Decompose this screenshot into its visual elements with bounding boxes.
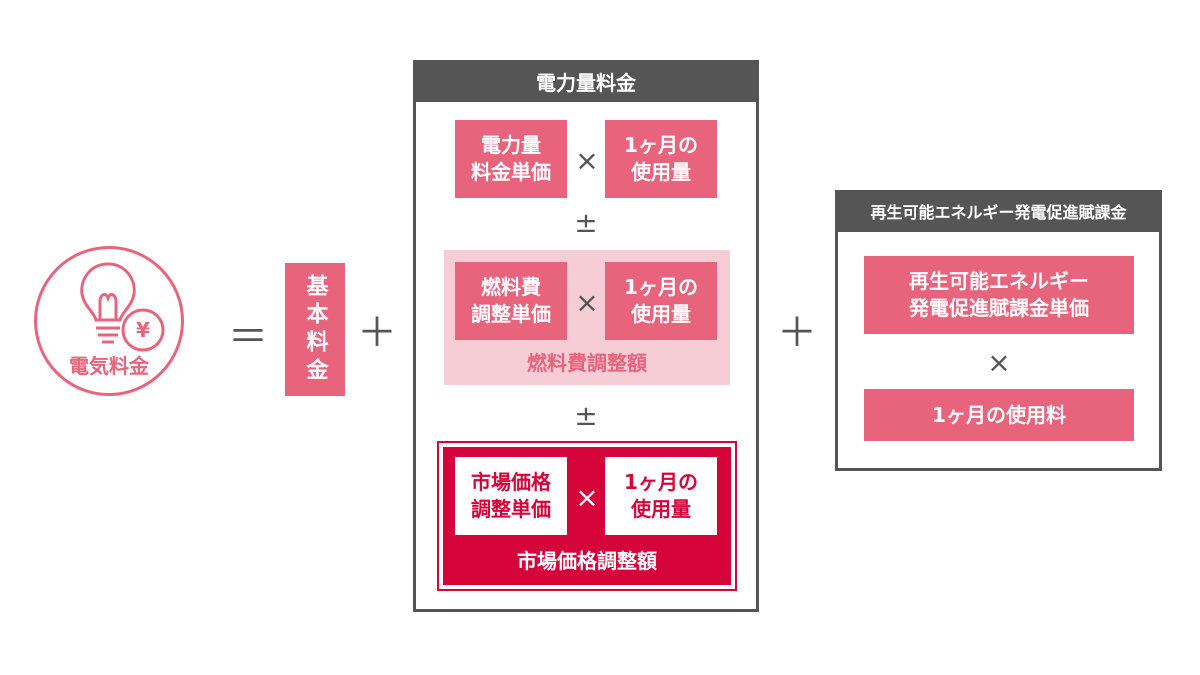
fuel-adjustment-amount-label: 燃料費調整額 <box>527 350 647 375</box>
energy-charge-title: 電力量料金 <box>413 60 759 102</box>
lightbulb-yen-icon <box>80 262 165 352</box>
monthly-usage-line1: 1ヶ月の <box>624 470 698 494</box>
renewable-surcharge-title: 再生可能エネルギー発電促進賦課金 <box>835 190 1162 232</box>
market-adjustment-line2: 調整単価 <box>471 497 551 521</box>
market-adjustment-amount-label: 市場価格調整額 <box>517 548 657 573</box>
fuel-adjustment-line1: 燃料費 <box>481 275 541 299</box>
times-sign-3: × <box>575 480 599 514</box>
times-sign-2: × <box>575 285 599 319</box>
times-sign-4: × <box>987 345 1011 379</box>
renewable-unit-price-line1: 再生可能エネルギー <box>909 269 1089 293</box>
energy-unit-price-line1: 電力量 <box>481 133 541 157</box>
energy-unit-price-box: 電力量 料金単価 <box>455 120 567 198</box>
yen-symbol: ¥ <box>136 318 150 342</box>
monthly-usage-line2: 使用量 <box>631 497 691 521</box>
market-adjustment-unit-price-box: 市場価格 調整単価 <box>455 457 567 535</box>
market-adjustment-line1: 市場価格 <box>471 470 551 494</box>
monthly-usage-line2: 使用量 <box>631 302 691 326</box>
monthly-usage-line1: 1ヶ月の <box>624 133 698 157</box>
monthly-usage-box-2: 1ヶ月の 使用量 <box>605 262 717 340</box>
fuel-adjustment-unit-price-box: 燃料費 調整単価 <box>455 262 567 340</box>
monthly-usage-line1: 1ヶ月の <box>624 275 698 299</box>
monthly-usage-fee-box: 1ヶ月の使用料 <box>864 389 1134 441</box>
energy-unit-price-line2: 料金単価 <box>471 160 551 184</box>
electricity-fee-label: 電気料金 <box>69 354 149 378</box>
basic-fee-box: 基本料金 <box>285 263 345 396</box>
plus-minus-sign-1: ± <box>574 205 598 239</box>
renewable-unit-price-line2: 発電促進賦課金単価 <box>909 296 1089 320</box>
plus-minus-sign-2: ± <box>574 398 598 432</box>
plus-sign-1: ＋ <box>357 310 397 356</box>
monthly-usage-box-1: 1ヶ月の 使用量 <box>605 120 717 198</box>
fuel-adjustment-line2: 調整単価 <box>471 302 551 326</box>
times-sign-1: × <box>575 143 599 177</box>
plus-sign-2: ＋ <box>777 310 817 356</box>
equals-sign: ＝ <box>228 314 268 360</box>
monthly-usage-box-3: 1ヶ月の 使用量 <box>605 457 717 535</box>
renewable-unit-price-box: 再生可能エネルギー 発電促進賦課金単価 <box>864 256 1134 334</box>
monthly-usage-line2: 使用量 <box>631 160 691 184</box>
